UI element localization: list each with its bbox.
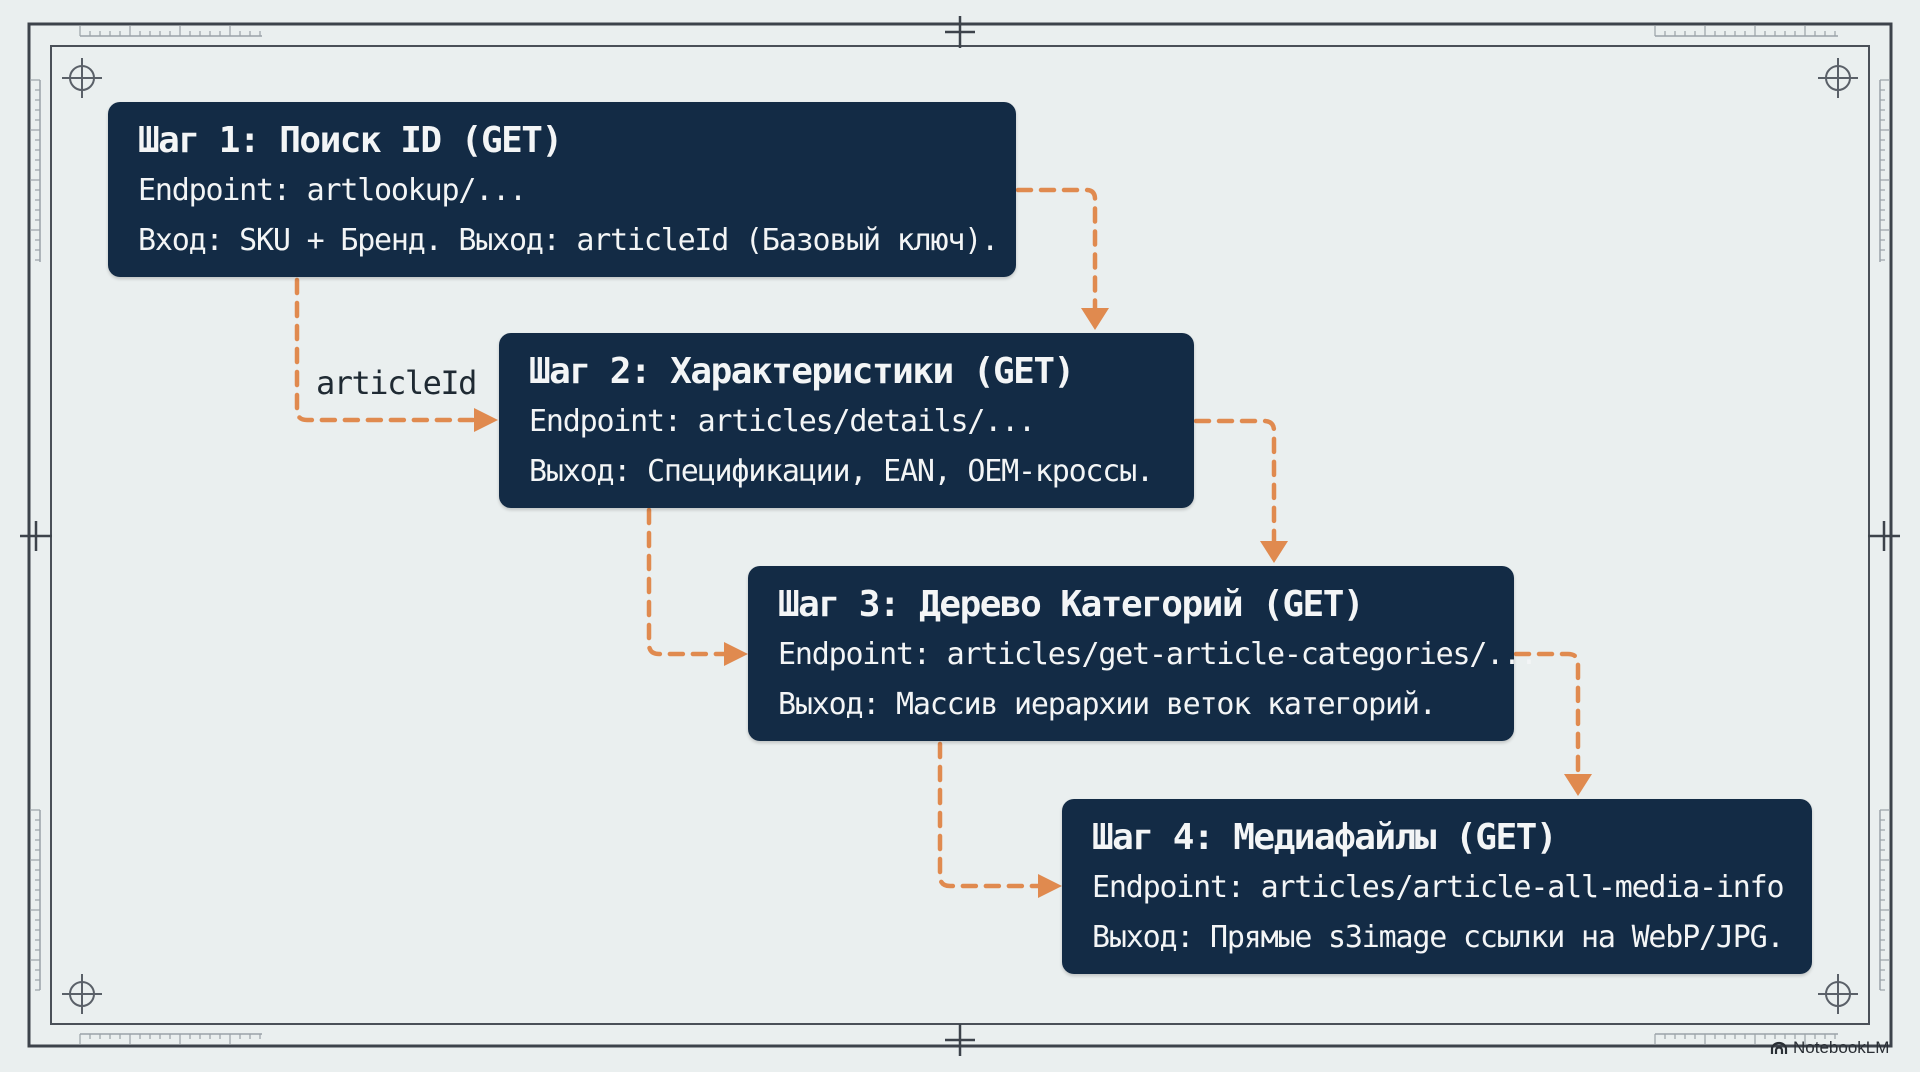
step-detail: Выход: Массив иерархии веток категорий. <box>778 687 1437 722</box>
watermark-text: NotebookLM <box>1793 1038 1890 1057</box>
step-1-box: Шаг 1: Поиск ID (GET) Endpoint: artlooku… <box>108 102 1016 277</box>
center-marks <box>20 16 1900 1056</box>
step-title: Шаг 1: Поиск ID (GET) <box>138 120 563 161</box>
connector-2-3-left <box>646 507 731 657</box>
step-detail: Выход: Прямые s3image ссылки на WebP/JPG… <box>1092 920 1785 955</box>
arrow-right-icon <box>724 642 748 666</box>
connector-3-4-left <box>937 741 1045 889</box>
arrow-down-icon <box>1564 774 1592 796</box>
step-title: Шаг 4: Медиафайлы (GET) <box>1092 817 1558 858</box>
connector-2-3-right <box>1193 418 1277 549</box>
step-2-box: Шаг 2: Характеристики (GET) Endpoint: ar… <box>499 333 1194 508</box>
arrow-down-icon <box>1260 541 1288 563</box>
arrowheads <box>474 308 1592 898</box>
connector-1-2-right <box>1015 187 1098 315</box>
corner-targets <box>62 58 1858 1014</box>
arrow-down-icon <box>1081 308 1109 330</box>
connector-1-2-left <box>294 277 481 423</box>
connector-3-4-right <box>1513 651 1581 782</box>
ruler-tick-marks <box>30 26 1890 1044</box>
step-title: Шаг 3: Дерево Категорий (GET) <box>778 584 1365 625</box>
notebooklm-watermark: NotebookLM <box>1770 1038 1889 1058</box>
step-title: Шаг 2: Характеристики (GET) <box>529 351 1075 392</box>
arrow-right-icon <box>474 408 498 432</box>
step-endpoint: Endpoint: articles/details/... <box>529 404 1036 439</box>
step-3-box: Шаг 3: Дерево Категорий (GET) Endpoint: … <box>748 566 1538 741</box>
step-detail: Вход: SKU + Бренд. Выход: articleId (Баз… <box>138 223 999 258</box>
step-endpoint: Endpoint: artlookup/... <box>138 173 527 208</box>
step-4-box: Шаг 4: Медиафайлы (GET) Endpoint: articl… <box>1062 799 1812 974</box>
notebooklm-logo-icon <box>1770 1041 1788 1054</box>
arrow-right-icon <box>1038 874 1062 898</box>
step-endpoint: Endpoint: articles/article-all-media-inf… <box>1092 870 1785 905</box>
connectors <box>294 187 1581 889</box>
step-endpoint: Endpoint: articles/get-article-categorie… <box>778 637 1538 672</box>
edge-label-articleid: articleId <box>316 364 477 402</box>
step-detail: Выход: Спецификации, EAN, OEM-кроссы. <box>529 454 1154 489</box>
